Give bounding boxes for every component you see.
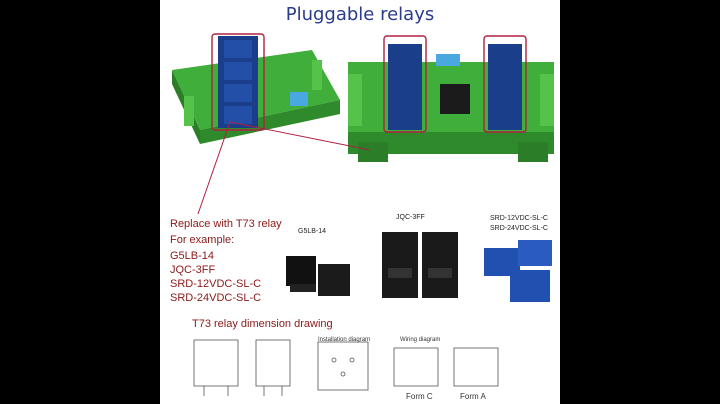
relay-module-stack [488, 44, 522, 130]
highlight-box [383, 35, 427, 133]
pointer-lines [197, 121, 371, 215]
highlight-box [211, 33, 265, 131]
relay-label-g5lb: G5LB-14 [298, 228, 327, 235]
relay-image-jqc [382, 232, 458, 298]
dip-switch [436, 54, 460, 66]
page-title: Pluggable relays [285, 4, 435, 25]
product-image-panel: Pluggable relays Replace with T73 [160, 0, 560, 404]
relay-image-srd [484, 240, 552, 302]
wiring-diagram-label: Wiring diagram [400, 337, 441, 343]
relay-board-right [348, 35, 554, 162]
replace-sub: For example: [170, 234, 235, 246]
relay-module-stack [388, 44, 422, 130]
relay-image-g5lb [286, 256, 350, 296]
replace-item: G5LB-14 [170, 250, 215, 262]
installation-diagram-label: Installation diagram [318, 337, 371, 343]
relay-label-jqc: JQC-3FF [396, 214, 425, 221]
replace-item: JQC-3FF [170, 264, 216, 276]
dip-switch [290, 92, 308, 106]
relay-board-left [172, 33, 340, 144]
replace-item: SRD-24VDC-SL-C [170, 292, 262, 304]
dimension-title: T73 relay dimension drawing [192, 318, 333, 330]
form-a-label: Form A [460, 392, 486, 401]
form-c-label: Form C [406, 392, 433, 401]
dimension-drawing [193, 339, 499, 396]
relay-label-srd: SRD-24VDC-SL-C [490, 225, 548, 232]
relay-label-srd: SRD-12VDC-SL-C [490, 215, 548, 222]
chip [440, 84, 470, 114]
replace-item: SRD-12VDC-SL-C [170, 278, 262, 290]
replace-heading: Replace with T73 relay [170, 218, 282, 230]
highlight-box [483, 35, 527, 133]
